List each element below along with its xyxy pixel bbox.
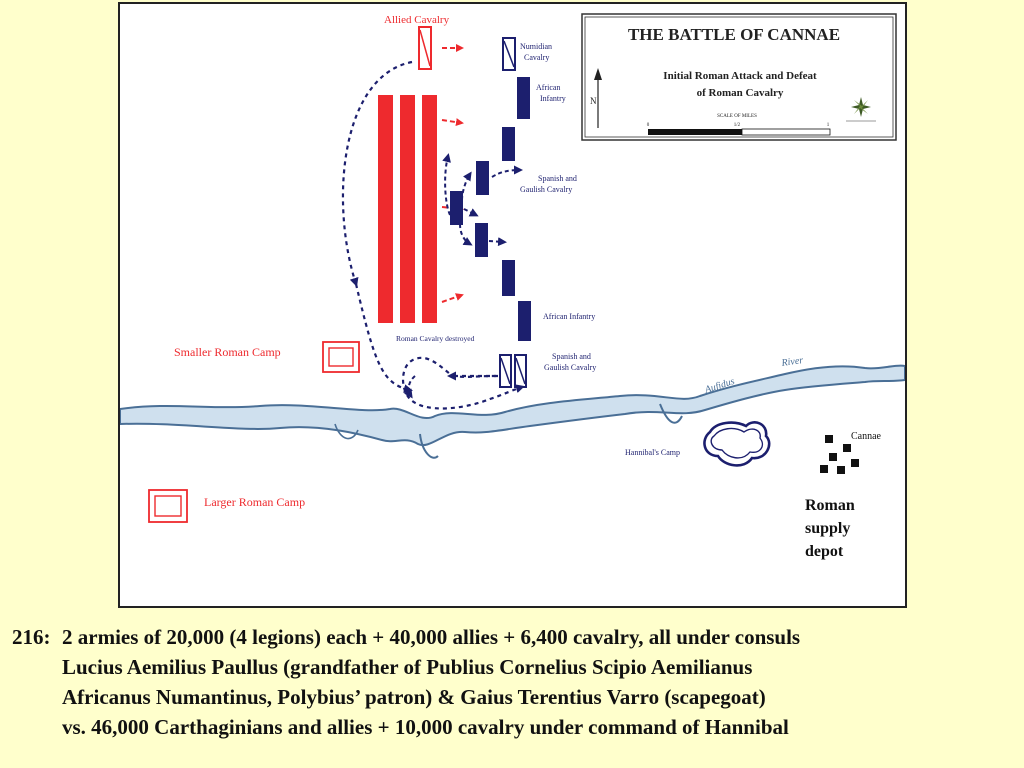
north-arrow-icon — [594, 68, 602, 128]
numidian-cavalry-label-line1: Numidian — [520, 42, 552, 51]
caption-line-2: Lucius Aemilius Paullus (grandfather of … — [62, 655, 753, 679]
spanish-gaulish-bottom-label-line2: Gaulish Cavalry — [544, 363, 596, 372]
spanish-gaulish-top-label-line1: Spanish and — [538, 174, 577, 183]
roman-legions — [378, 95, 437, 323]
cannae-town-icon — [820, 435, 859, 474]
hannibals-camp-label: Hannibal's Camp — [625, 448, 680, 457]
african-infantry-top-label-line2: Infantry — [540, 94, 566, 103]
scale-tick-half: 1/2 — [734, 123, 741, 128]
map-title: THE BATTLE OF CANNAE — [628, 25, 840, 44]
african-infantry-top-label-line1: African — [536, 83, 560, 92]
aufidus-river — [120, 364, 905, 447]
battle-map: Aufidus River THE BATTLE OF CANNAE Initi… — [118, 2, 907, 608]
supply-depot-label-line3: depot — [805, 543, 844, 560]
spanish-gaulish-top-label-line2: Gaulish Cavalry — [520, 185, 572, 194]
map-subtitle-line2: of Roman Cavalry — [697, 87, 784, 99]
spanish-gaulish-bottom-label-line1: Spanish and — [552, 352, 591, 361]
numidian-cavalry-label-line2: Cavalry — [524, 53, 549, 62]
caption-year: 216: — [12, 625, 51, 649]
scale-bar — [648, 128, 831, 136]
roman-attack-arrows — [441, 44, 464, 303]
carthaginian-advance-arrows — [442, 153, 523, 247]
hannibals-camp-icon — [703, 421, 771, 467]
supply-depot-label-line1: Roman — [805, 497, 855, 514]
caption-line-4: vs. 46,000 Carthaginians and allies + 10… — [62, 715, 789, 739]
cavalry-destroyed-path — [402, 356, 525, 410]
caption-text: 2 armies of 20,000 (4 legions) each + 40… — [62, 622, 800, 742]
smaller-roman-camp-label: Smaller Roman Camp — [174, 345, 281, 359]
cannae-label: Cannae — [851, 431, 882, 442]
numidian-return-arrow — [354, 283, 413, 394]
scale-tick-0: 0 — [647, 123, 650, 128]
allied-cavalry-label: Allied Cavalry — [384, 14, 450, 26]
north-label: N — [590, 96, 597, 106]
spanish-gaulish-cavalry-unit — [499, 354, 527, 388]
map-subtitle-line1: Initial Roman Attack and Defeat — [663, 70, 817, 82]
numidian-cavalry-unit — [502, 37, 516, 71]
map-canvas: Aufidus River THE BATTLE OF CANNAE Initi… — [120, 13, 905, 560]
caption-line-1: 2 armies of 20,000 (4 legions) each + 40… — [62, 625, 801, 649]
african-infantry-bottom-label: African Infantry — [543, 312, 595, 321]
carthaginian-units — [450, 77, 531, 341]
smaller-roman-camp-icon — [322, 341, 360, 373]
larger-roman-camp-icon — [148, 489, 188, 523]
compass-star-icon — [851, 97, 871, 117]
allied-cavalry-unit — [418, 26, 432, 70]
river-label: River — [780, 355, 804, 369]
caption-line-3: Africanus Numantinus, Polybius’ patron) … — [62, 685, 766, 709]
title-box: THE BATTLE OF CANNAE Initial Roman Attac… — [581, 13, 897, 141]
supply-depot-label-line2: supply — [805, 520, 850, 537]
roman-cavalry-destroyed-label: Roman Cavalry destroyed — [396, 334, 475, 343]
scale-label: SCALE OF MILES — [717, 114, 757, 119]
numidian-sweep-arrow — [341, 60, 413, 287]
scale-tick-1: 1 — [827, 123, 830, 128]
larger-roman-camp-label: Larger Roman Camp — [204, 495, 305, 509]
